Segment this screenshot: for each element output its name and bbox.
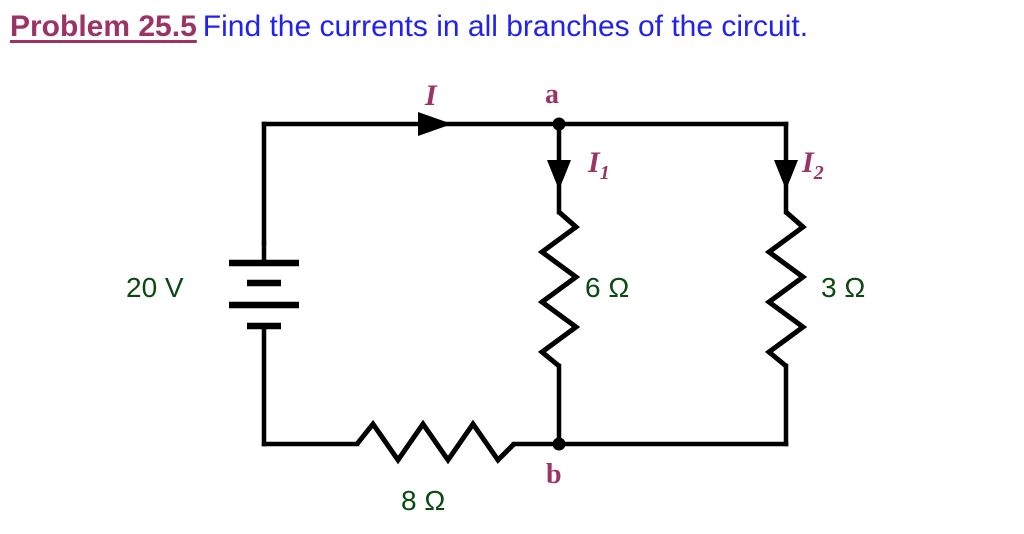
resistor-6-ohm-label: 6 Ω: [585, 272, 629, 304]
resistor-6-ohm-symbol: [537, 210, 581, 368]
node-b-label: b: [546, 459, 562, 491]
battery-voltage-label: 20 V: [126, 272, 184, 304]
node-a-dot: [552, 117, 566, 131]
problem-statement-text: Find the currents in all branches of the…: [202, 10, 809, 43]
current-I1-subscript: 1: [599, 162, 610, 184]
resistor-3-ohm-label: 3 Ω: [821, 272, 865, 304]
node-b-dot: [552, 437, 566, 451]
current-I2-subscript: 2: [813, 162, 824, 184]
battery-voltage-text: 20 V: [126, 272, 184, 303]
resistor-3-ohm-text: 3 Ω: [821, 272, 866, 303]
current-I-arrowhead: [418, 112, 452, 136]
current-I2-label: I2: [802, 146, 824, 185]
resistor-8-ohm-symbol: [355, 419, 516, 465]
current-I1-arrowhead: [547, 160, 571, 190]
current-I-symbol: I: [425, 79, 437, 112]
current-I1-symbol: I: [588, 146, 600, 179]
current-I1-label: I1: [588, 146, 610, 185]
problem-number-label: Problem 25.5: [10, 10, 197, 43]
resistor-3-ohm-symbol: [764, 210, 808, 368]
node-a-text: a: [545, 79, 559, 110]
current-I-label: I: [425, 79, 437, 113]
resistor-6-ohm-text: 6 Ω: [585, 272, 630, 303]
current-I2-arrowhead: [774, 160, 798, 190]
node-a-label: a: [545, 79, 559, 111]
resistor-8-ohm-text: 8 Ω: [401, 485, 446, 516]
current-I2-symbol: I: [802, 146, 814, 179]
node-b-text: b: [546, 459, 562, 490]
resistor-8-ohm-label: 8 Ω: [401, 485, 445, 517]
